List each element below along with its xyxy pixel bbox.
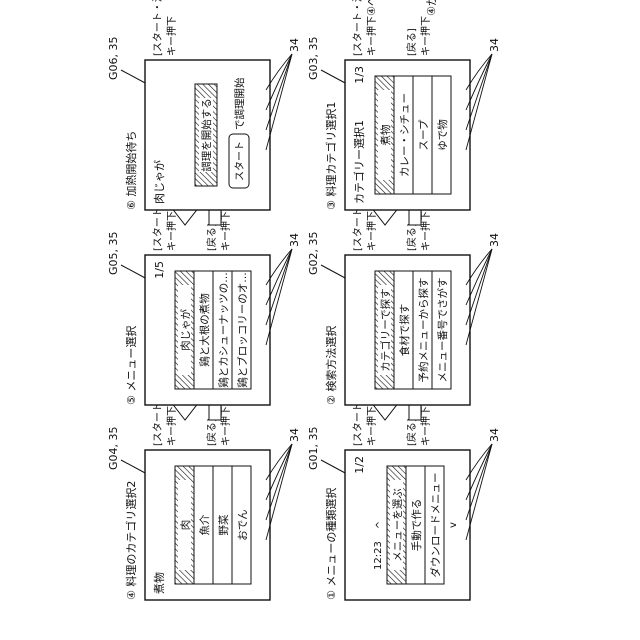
start-key-caption-2: キー押下: [165, 16, 178, 56]
screen-ref-label: G03, 35: [307, 36, 320, 80]
goto-step4-label: ④へ: [365, 0, 378, 16]
step-label: ② 検索方法選択: [324, 326, 338, 405]
start-key-caption-2: キー押下: [165, 211, 178, 251]
menu-row-label: メニューを選ぶ: [391, 488, 404, 562]
menu-row-label: メニュー番号でさがす: [436, 278, 449, 383]
menu-row-label: カレー・シチュー: [399, 93, 411, 177]
menu-row-label: 鶏と大根の煮物: [198, 293, 211, 367]
ref-leader-line: [321, 70, 347, 84]
back-key-caption-2: キー押下: [419, 16, 432, 56]
screen-title: カテゴリー選択1: [352, 120, 366, 204]
ref-leader-line: [321, 265, 347, 279]
step-label: ⑤ メニュー選択: [124, 326, 138, 405]
ref-leader-line: [121, 265, 147, 279]
callout-number: 34: [288, 38, 301, 52]
menu-row-label: 予約メニューから探す: [417, 278, 430, 383]
back-key-caption: [戻る]: [405, 28, 418, 56]
start-key-label: スタート: [234, 141, 246, 181]
ref-leader-line: [121, 70, 147, 84]
menu-row-label: ダウンロードメニュー: [429, 473, 442, 578]
menu-row-label: おでん: [237, 509, 249, 541]
ref-leader-line: [321, 460, 347, 474]
callout-number: 34: [288, 428, 301, 442]
menu-row-label: 煮物: [379, 125, 392, 146]
menu-row-label: 鶏とブロッコリーのオ…: [236, 272, 249, 388]
menu-row-label: 肉: [179, 520, 192, 531]
menu-row-label: ゆで物: [436, 119, 449, 151]
step-label: ④ 料理のカテゴリ選択2: [124, 481, 138, 600]
start-key-caption-2: キー押下: [365, 211, 378, 251]
clock-time: 12:23: [373, 541, 384, 570]
menu-row-label: 魚介: [198, 514, 211, 535]
menu-row-label: 鶏とカシューナッツの…: [217, 272, 230, 388]
page-counter: 1/2: [353, 456, 366, 474]
start-key-caption-2: キー押下: [165, 406, 178, 446]
ref-leader-line: [121, 460, 147, 474]
back-key-caption: [戻る]: [205, 223, 218, 251]
page-counter: 1/3: [353, 66, 366, 84]
scroll-down-mark: v: [448, 522, 459, 528]
screen-ref-label: G04, 35: [107, 426, 120, 470]
step-label: ③ 料理カテゴリ選択1: [324, 102, 338, 210]
start-key-caption: [スタート・決定]: [151, 0, 164, 56]
callout-number: 34: [488, 428, 501, 442]
callout-number: 34: [288, 233, 301, 247]
screen-ref-label: G02, 35: [307, 231, 320, 275]
screen-ref-label: G01, 35: [307, 426, 320, 470]
scroll-up-mark: ^: [375, 521, 386, 529]
start-instruction: で調理開始: [233, 77, 246, 130]
start-key-caption: [スタート・決定]: [351, 0, 364, 56]
menu-row-label: カテゴリーで探す: [379, 288, 392, 371]
callout-number: 34: [488, 38, 501, 52]
back-key-caption: [戻る]: [405, 418, 418, 446]
start-key-caption-2: キー押下: [365, 406, 378, 446]
screen-panel-3: ③ 料理カテゴリ選択1 G03, 35 カテゴリー選択1 1/3 煮物カレー・シチュース…: [307, 0, 501, 210]
back-key-caption: [戻る]: [405, 223, 418, 251]
start-key-caption-2: キー押下: [365, 16, 378, 56]
menu-row-label: 手動で作る: [410, 499, 423, 552]
menu-row-label: スープ: [418, 119, 430, 150]
step-label: ⑥ 加熱開始待ち: [124, 131, 138, 210]
menu-row-label: 肉じゃが: [179, 309, 192, 351]
screen-ref-label: G05, 35: [107, 231, 120, 275]
callout-number: 34: [488, 233, 501, 247]
back-key-caption: [戻る]: [205, 418, 218, 446]
start-cooking-label: 調理を開始する: [200, 98, 213, 172]
from-step4-label: ④から: [425, 0, 438, 16]
screen-panel-6: ⑥ 加熱開始待ち G06, 35 肉じゃが 調理を開始するスタート で調理開始 34 [スタ…: [107, 0, 301, 210]
screen-ref-label: G06, 35: [107, 36, 120, 80]
screen-title: 煮物: [152, 572, 166, 594]
menu-row-label: 野菜: [218, 514, 230, 535]
screen-title: 肉じゃが: [152, 160, 166, 204]
step-label: ① メニューの種類選択: [324, 488, 338, 600]
page-counter: 1/5: [153, 261, 166, 279]
menu-row-label: 食材で探す: [398, 304, 411, 357]
